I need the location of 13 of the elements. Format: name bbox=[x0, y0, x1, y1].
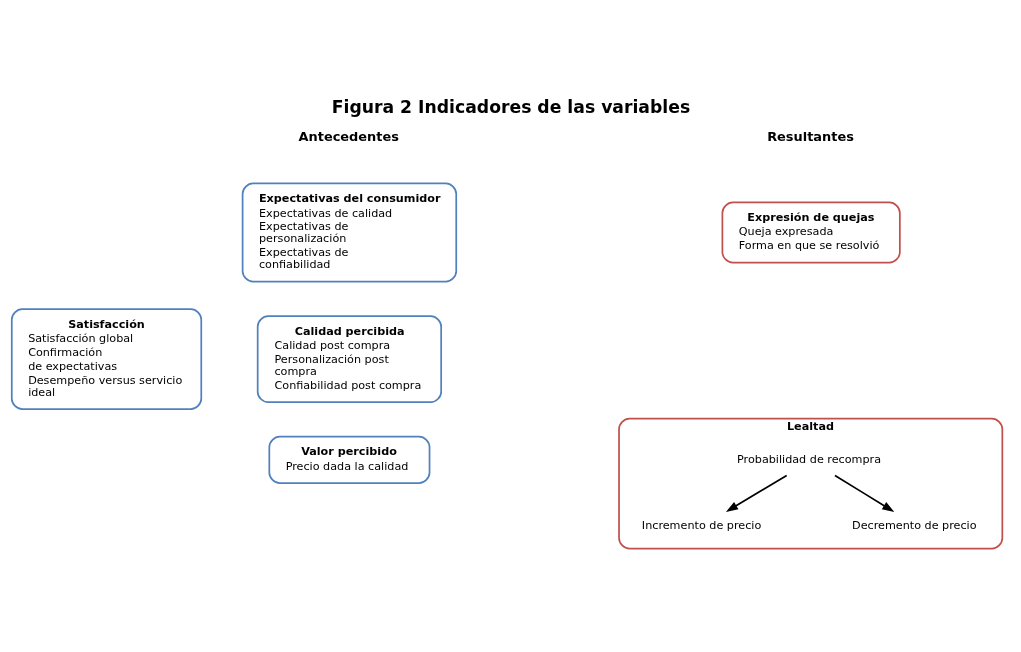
node-box: Expectativas del consumidor Expectativas de calidad Expectativas de personalización Expectativas de confiabilidad bbox=[241, 182, 458, 283]
label: Antecedentes bbox=[298, 129, 399, 145]
arrow bbox=[725, 474, 788, 512]
node-box: Satisfacción Satisfacción global Confirmación de expectativas Desempeño versus servicio ideal bbox=[10, 308, 203, 410]
diagram-title: Figura 2 Indicadores de las variables bbox=[331, 96, 691, 117]
arrow bbox=[834, 474, 895, 512]
node-box: Calidad percibida Calidad post compra Personalización post compra Confiabilidad post compra bbox=[256, 315, 443, 404]
label: Resultantes bbox=[767, 129, 854, 145]
node-text: Incremento de precio bbox=[641, 519, 762, 533]
node-box: Expresión de quejas Queja expresada Forma en que se resolvió bbox=[721, 201, 901, 264]
node-text: Probabilidad de recompra bbox=[737, 452, 882, 466]
node-text: Decremento de precio bbox=[852, 519, 977, 533]
node-box: Valor percibido Precio dada la calidad bbox=[268, 435, 431, 485]
